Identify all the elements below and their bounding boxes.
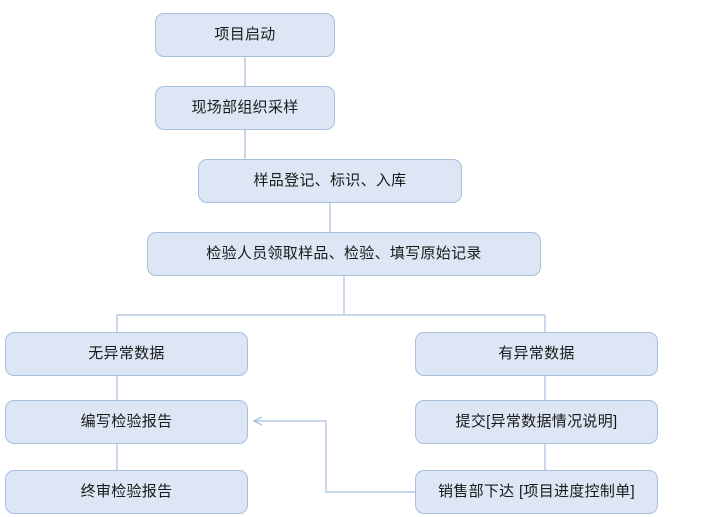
flow-node-sample-registration[interactable]: 样品登记、标识、入库 <box>198 159 462 203</box>
flow-node-submit-explanation[interactable]: 提交[异常数据情况说明] <box>415 400 658 444</box>
flow-node-has-abnormal-data[interactable]: 有异常数据 <box>415 332 658 376</box>
flow-node-label: 编写检验报告 <box>80 413 173 430</box>
flow-node-label: 检验人员领取样品、检验、填写原始记录 <box>206 245 482 262</box>
flow-node-no-abnormal-data[interactable]: 无异常数据 <box>5 332 248 376</box>
flow-node-sales-dispatch[interactable]: 销售部下达 [项目进度控制单] <box>415 470 658 514</box>
flow-node-label: 提交[异常数据情况说明] <box>455 413 618 430</box>
flow-node-label: 项目启动 <box>214 26 276 43</box>
flow-node-inspection-record[interactable]: 检验人员领取样品、检验、填写原始记录 <box>147 232 541 276</box>
flow-node-label: 样品登记、标识、入库 <box>253 172 407 189</box>
flow-node-final-report[interactable]: 终审检验报告 <box>5 470 248 514</box>
flow-node-write-report[interactable]: 编写检验报告 <box>5 400 248 444</box>
flow-node-label: 有异常数据 <box>498 345 575 362</box>
flow-node-label: 终审检验报告 <box>80 483 173 500</box>
flow-node-label: 无异常数据 <box>88 345 165 362</box>
flow-node-label: 销售部下达 [项目进度控制单] <box>437 483 635 500</box>
flow-node-label: 现场部组织采样 <box>191 99 299 116</box>
flow-node-project-start[interactable]: 项目启动 <box>155 13 335 57</box>
flow-node-site-sampling[interactable]: 现场部组织采样 <box>155 86 335 130</box>
edge-sales-back-to-write-report <box>254 421 415 493</box>
